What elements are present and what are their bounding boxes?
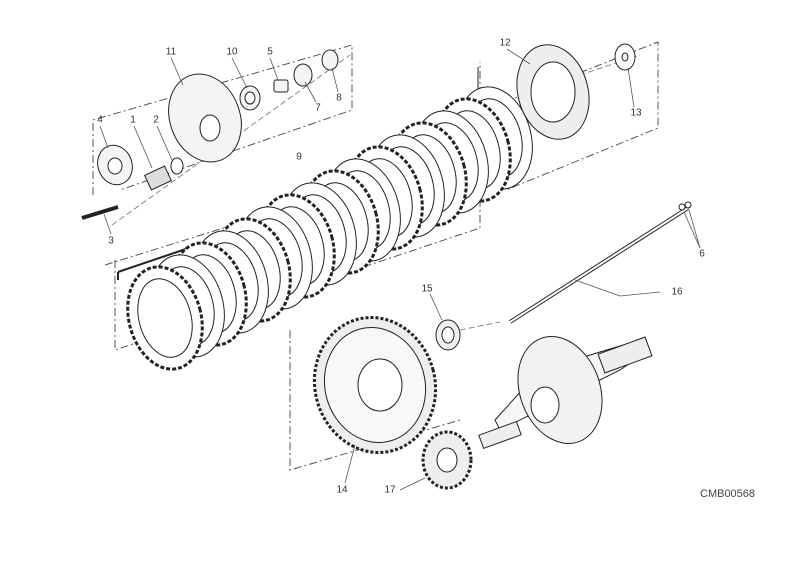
callout-11: 11 (165, 46, 177, 58)
callout-1: 1 (130, 114, 136, 126)
clutch-hub (516, 43, 636, 140)
callout-10: 10 (226, 46, 238, 58)
clutch-housing (312, 316, 653, 490)
callout-15: 15 (421, 283, 433, 295)
leader-lines (99, 48, 701, 491)
push-rod (508, 201, 692, 324)
callout-16: 16 (671, 286, 683, 298)
drawing-code: CMB00568 (700, 488, 756, 500)
callout-8: 8 (336, 92, 342, 104)
clutch-plate-inner (137, 278, 193, 358)
callout-2: 2 (153, 114, 159, 126)
callout-12: 12 (499, 37, 511, 49)
pressure-plate (81, 49, 339, 220)
callout-17: 17 (384, 484, 396, 496)
callout-3: 3 (108, 235, 114, 247)
callout-5: 5 (267, 46, 273, 58)
callout-14: 14 (336, 484, 348, 496)
callout-7: 7 (315, 102, 321, 114)
callout-4: 4 (97, 114, 103, 126)
callout-6: 6 (699, 248, 705, 260)
callout-13: 13 (630, 107, 642, 119)
callout-9: 9 (296, 151, 302, 163)
clutch-plates-stack (126, 86, 533, 371)
